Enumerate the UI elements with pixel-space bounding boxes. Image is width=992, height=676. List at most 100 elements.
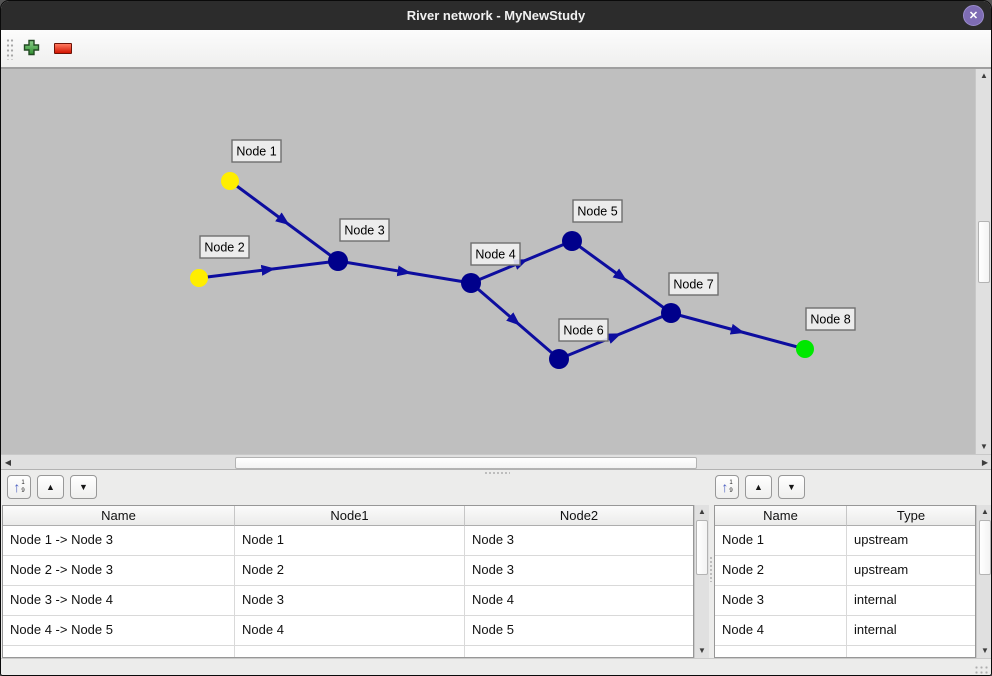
- resize-grip-handle[interactable]: [974, 665, 988, 675]
- move-node-down-button[interactable]: ▼: [778, 475, 805, 499]
- scroll-down-icon[interactable]: ▼: [698, 646, 706, 655]
- reach-cell: Node 4: [235, 616, 465, 645]
- graph-node-node-3[interactable]: [328, 251, 348, 271]
- svg-text:Node 2: Node 2: [204, 241, 244, 255]
- node-label-node-8[interactable]: Node 8: [805, 307, 856, 331]
- reach-row-4[interactable]: [3, 646, 693, 657]
- river-network-canvas[interactable]: Node 1 Node 2 Node 3 Node 4 Node 5 Node …: [1, 69, 977, 454]
- close-icon: ✕: [968, 9, 979, 22]
- scroll-down-icon[interactable]: ▼: [980, 442, 988, 451]
- reach-cell: Node 1: [235, 526, 465, 555]
- canvas-horizontal-scrollbar[interactable]: ◀ ▶: [1, 454, 991, 469]
- graph-edge-node-1-node-3[interactable]: [229, 179, 339, 263]
- scroll-down-icon[interactable]: ▼: [981, 646, 989, 655]
- graph-node-node-5[interactable]: [562, 231, 582, 251]
- reach-cell: Node 5: [472, 622, 514, 637]
- node-table-scrollbar[interactable]: ▲ ▼: [976, 505, 991, 658]
- close-button[interactable]: ✕: [963, 5, 984, 26]
- graph-edge-node-4-node-6[interactable]: [470, 281, 560, 361]
- node-label-node-7[interactable]: Node 7: [668, 272, 719, 296]
- horizontal-splitter-handle[interactable]: [484, 471, 510, 476]
- node-scroll-thumb[interactable]: [979, 520, 991, 575]
- graph-node-node-1[interactable]: [221, 172, 239, 190]
- river-network-graph: Node 1 Node 2 Node 3 Node 4 Node 5 Node …: [190, 139, 856, 369]
- move-node-up-button[interactable]: ▲: [745, 475, 772, 499]
- remove-node-button[interactable]: [50, 36, 76, 62]
- scroll-right-icon[interactable]: ▶: [981, 458, 989, 467]
- node-label-node-3[interactable]: Node 3: [339, 218, 390, 242]
- reach-cell: Node 3: [472, 532, 514, 547]
- reach-cell: Node 2 -> Node 3: [3, 556, 235, 585]
- graph-node-node-6[interactable]: [549, 349, 569, 369]
- graph-edge-node-5-node-7[interactable]: [571, 239, 672, 315]
- main-toolbar: [1, 30, 991, 69]
- node-cell: Node 4: [715, 616, 847, 645]
- graph-node-node-4[interactable]: [461, 273, 481, 293]
- scroll-left-icon[interactable]: ◀: [4, 458, 12, 467]
- canvas-hscroll-thumb[interactable]: [235, 457, 697, 469]
- svg-text:Node 7: Node 7: [673, 278, 713, 292]
- node-cell: internal: [854, 622, 897, 637]
- node-row-3[interactable]: Node 4 internal: [715, 616, 975, 646]
- reach-header-node2[interactable]: Node2: [465, 506, 693, 526]
- scroll-up-icon[interactable]: ▲: [981, 507, 989, 516]
- canvas-vscroll-thumb[interactable]: [978, 221, 990, 283]
- reach-cell: Node 3: [472, 562, 514, 577]
- toolbar-grip-handle[interactable]: [6, 38, 14, 60]
- graph-edge-node-7-node-8[interactable]: [670, 311, 806, 351]
- node-label-node-1[interactable]: Node 1: [231, 139, 282, 163]
- reach-header-name[interactable]: Name: [3, 506, 235, 526]
- reach-cell: Node 3 -> Node 4: [3, 586, 235, 615]
- graph-edge-node-4-node-5[interactable]: [470, 239, 573, 285]
- node-cell: [715, 646, 847, 657]
- node-label-node-4[interactable]: Node 4: [470, 242, 521, 266]
- graph-node-node-2[interactable]: [190, 269, 208, 287]
- reach-cell: Node 4: [472, 592, 514, 607]
- vertical-splitter-handle[interactable]: [709, 556, 714, 582]
- reach-cell: Node 1 -> Node 3: [3, 526, 235, 555]
- scroll-up-icon[interactable]: ▲: [980, 71, 988, 80]
- graph-node-node-8[interactable]: [796, 340, 814, 358]
- graph-node-node-7[interactable]: [661, 303, 681, 323]
- node-label-node-6[interactable]: Node 6: [558, 318, 609, 342]
- graph-edge-node-2-node-3[interactable]: [198, 259, 339, 280]
- canvas-vertical-scrollbar[interactable]: ▲ ▼: [975, 69, 991, 454]
- svg-text:Node 8: Node 8: [810, 313, 850, 327]
- reach-scroll-thumb[interactable]: [696, 520, 708, 575]
- move-reach-up-button[interactable]: ▲: [37, 475, 64, 499]
- node-label-node-2[interactable]: Node 2: [199, 235, 250, 259]
- graph-edge-node-6-node-7[interactable]: [558, 311, 672, 361]
- svg-text:Node 4: Node 4: [475, 248, 515, 262]
- node-row-4[interactable]: [715, 646, 975, 657]
- move-reach-down-button[interactable]: ▼: [70, 475, 97, 499]
- reach-table-scrollbar[interactable]: ▲ ▼: [694, 505, 709, 658]
- scroll-up-icon[interactable]: ▲: [698, 507, 706, 516]
- node-label-node-5[interactable]: Node 5: [572, 199, 623, 223]
- graph-edge-node-3-node-4[interactable]: [337, 259, 472, 285]
- node-header-type[interactable]: Type: [847, 506, 975, 526]
- svg-text:Node 3: Node 3: [344, 224, 384, 238]
- triangle-down-icon: ▼: [79, 481, 88, 492]
- red-minus-icon: [54, 42, 72, 54]
- node-header-name[interactable]: Name: [715, 506, 847, 526]
- triangle-up-icon: ▲: [754, 481, 763, 492]
- reach-header-node1[interactable]: Node1: [235, 506, 465, 526]
- add-node-button[interactable]: [18, 36, 44, 62]
- titlebar[interactable]: River network - MyNewStudy ✕: [1, 1, 991, 30]
